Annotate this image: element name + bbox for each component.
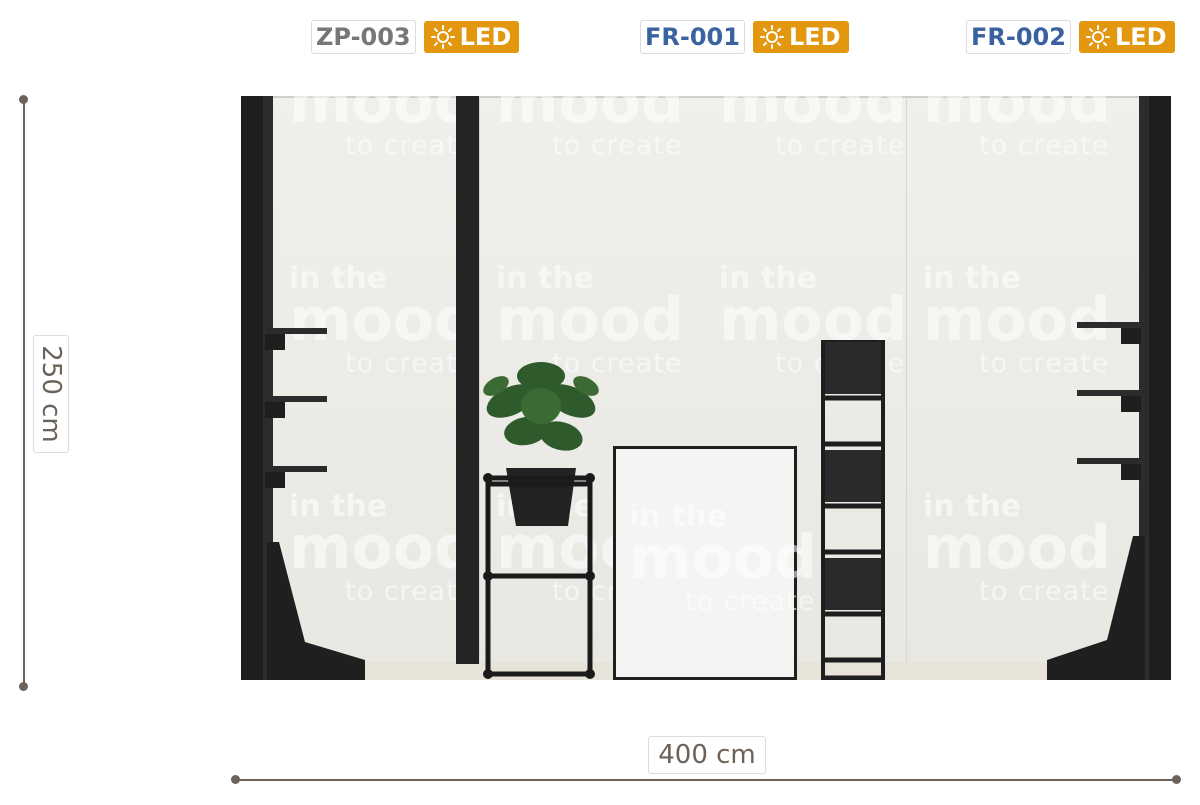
counter (613, 446, 797, 680)
panel-seam (479, 96, 480, 662)
sun-icon (759, 25, 784, 49)
shelf-bracket (265, 402, 285, 418)
led-label: LED (788, 23, 841, 51)
tag-zp-003: ZP-003 LED (311, 20, 520, 54)
width-label: 400 cm (648, 736, 766, 774)
dimension-endpoint (19, 682, 28, 691)
shelf (1077, 322, 1143, 328)
shelf (1077, 390, 1143, 396)
height-dimension-line (23, 100, 25, 686)
plant-stand (483, 362, 599, 679)
sun-icon (1085, 25, 1110, 49)
right-frame-post (1149, 96, 1171, 680)
shelf (1077, 458, 1143, 464)
shelf-bracket (265, 334, 285, 350)
dimension-endpoint (1172, 775, 1181, 784)
led-label: LED (459, 23, 512, 51)
left-frame-post (241, 96, 263, 680)
width-dimension-line (236, 779, 1176, 781)
led-label: LED (1114, 23, 1167, 51)
led-badge: LED (1078, 21, 1175, 53)
shelf (265, 328, 327, 334)
shelf (265, 396, 327, 402)
shelf (265, 466, 327, 472)
shelf-bracket (265, 472, 285, 488)
dimension-endpoint (231, 775, 240, 784)
tag-fr-002: FR-002 LED (966, 20, 1175, 54)
dimension-endpoint (19, 95, 28, 104)
brochure-stand (821, 340, 885, 680)
panel-seam (906, 96, 907, 662)
left-frame-post (263, 96, 273, 680)
shelf-bracket (1121, 396, 1141, 412)
top-rail (241, 96, 1171, 98)
led-badge: LED (752, 21, 849, 53)
sun-icon (430, 25, 455, 49)
base-bracket (267, 542, 365, 680)
shelf-bracket (1121, 328, 1141, 344)
product-code: ZP-003 (311, 20, 416, 54)
height-label: 250 cm (33, 335, 69, 453)
right-frame-post (1139, 96, 1149, 680)
product-code: FR-002 (966, 20, 1071, 54)
pillar (456, 96, 479, 664)
led-badge: LED (423, 21, 520, 53)
product-code: FR-001 (640, 20, 745, 54)
shelf-bracket (1121, 464, 1141, 480)
tag-fr-001: FR-001 LED (640, 20, 849, 54)
base-bracket (1047, 536, 1145, 680)
